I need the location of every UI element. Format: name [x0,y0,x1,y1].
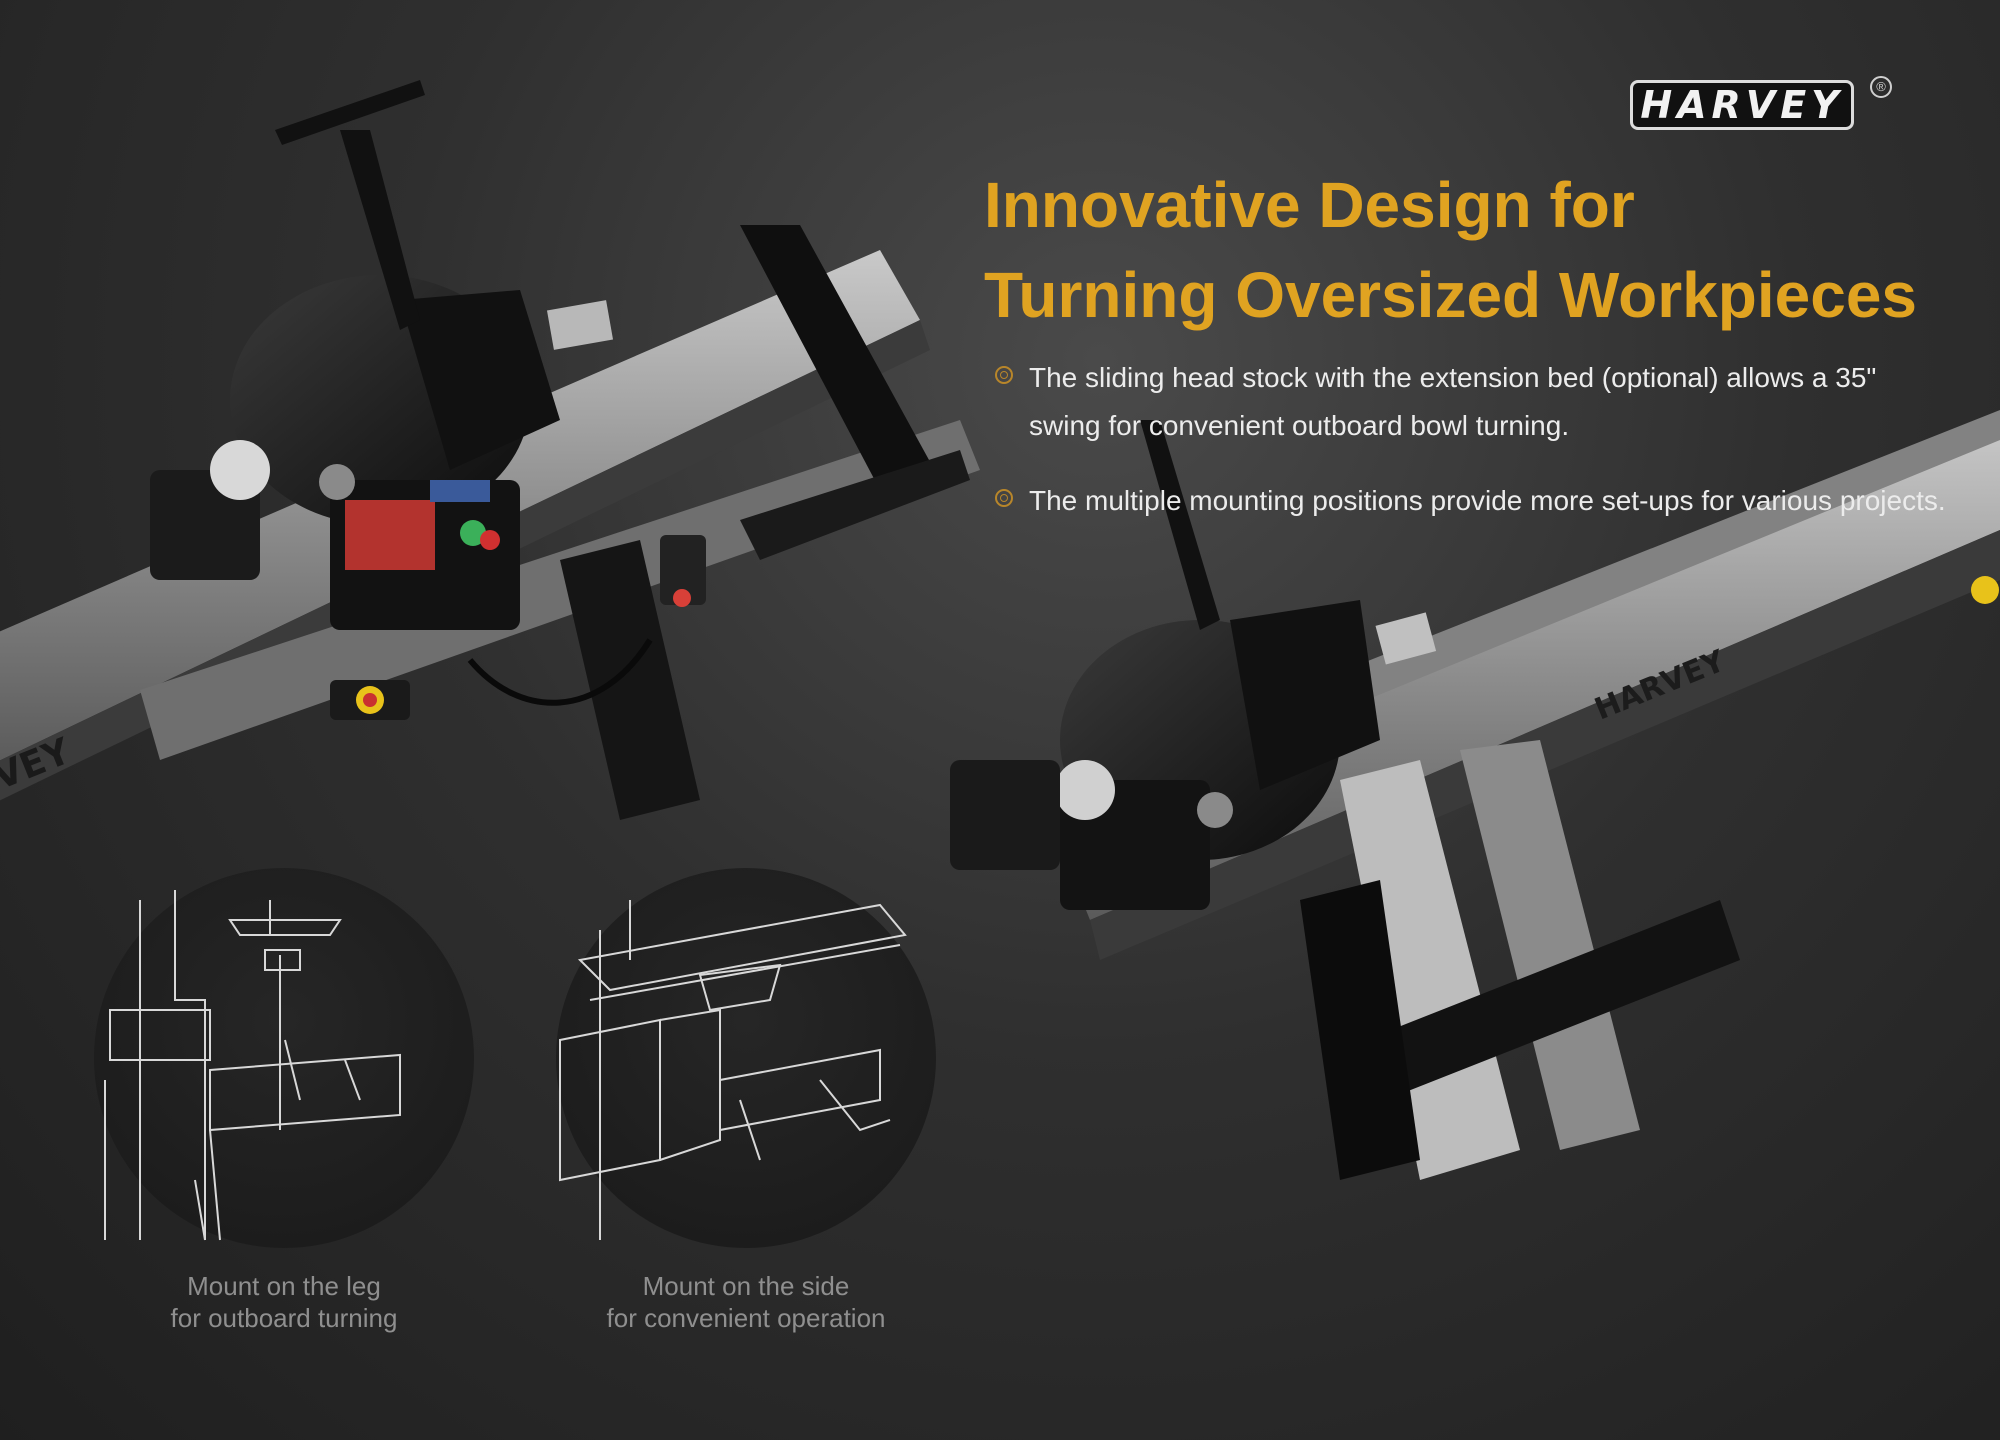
caption-line-2: for convenient operation [606,1303,886,1333]
headline: Innovative Design for Turning Oversized … [984,160,1984,340]
left-lathe: VEY [0,80,980,820]
side-mount-caption: Mount on the side for convenient operati… [556,1248,936,1334]
headline-line-1: Innovative Design for [984,169,1635,241]
side-mount-diagram-bg [556,868,936,1248]
bullet-circle-icon [995,489,1013,507]
caption-line-2: for outboard turning [170,1303,398,1333]
registered-trademark-icon: ® [1870,76,1892,98]
leg-mount-line-drawing [104,890,401,1241]
feature-item: The multiple mounting positions provide … [995,477,1955,525]
right-lathe: HARVEY [950,410,2000,1180]
caption-line-1: Mount on the leg [187,1271,381,1301]
leg-mount-diagram-bg [94,868,474,1248]
caption-text: Mount on the leg for outboard turning [94,1270,474,1334]
caption-line-1: Mount on the side [642,1271,850,1301]
feature-text: The multiple mounting positions provide … [1029,485,1946,516]
caption-text: Mount on the side for convenient operati… [556,1270,936,1334]
logo-wordmark: HARVEY [1640,83,1844,127]
feature-list: The sliding head stock with the extensio… [995,354,1955,552]
feature-text: The sliding head stock with the extensio… [1029,362,1877,441]
side-mount-line-drawing [559,900,907,1240]
leg-mount-caption: Mount on the leg for outboard turning [94,1248,474,1334]
bullet-circle-icon [995,366,1013,384]
harvey-logo: HARVEY [1630,80,1854,130]
headline-line-2: Turning Oversized Workpieces [984,259,1917,331]
feature-item: The sliding head stock with the extensio… [995,354,1955,450]
